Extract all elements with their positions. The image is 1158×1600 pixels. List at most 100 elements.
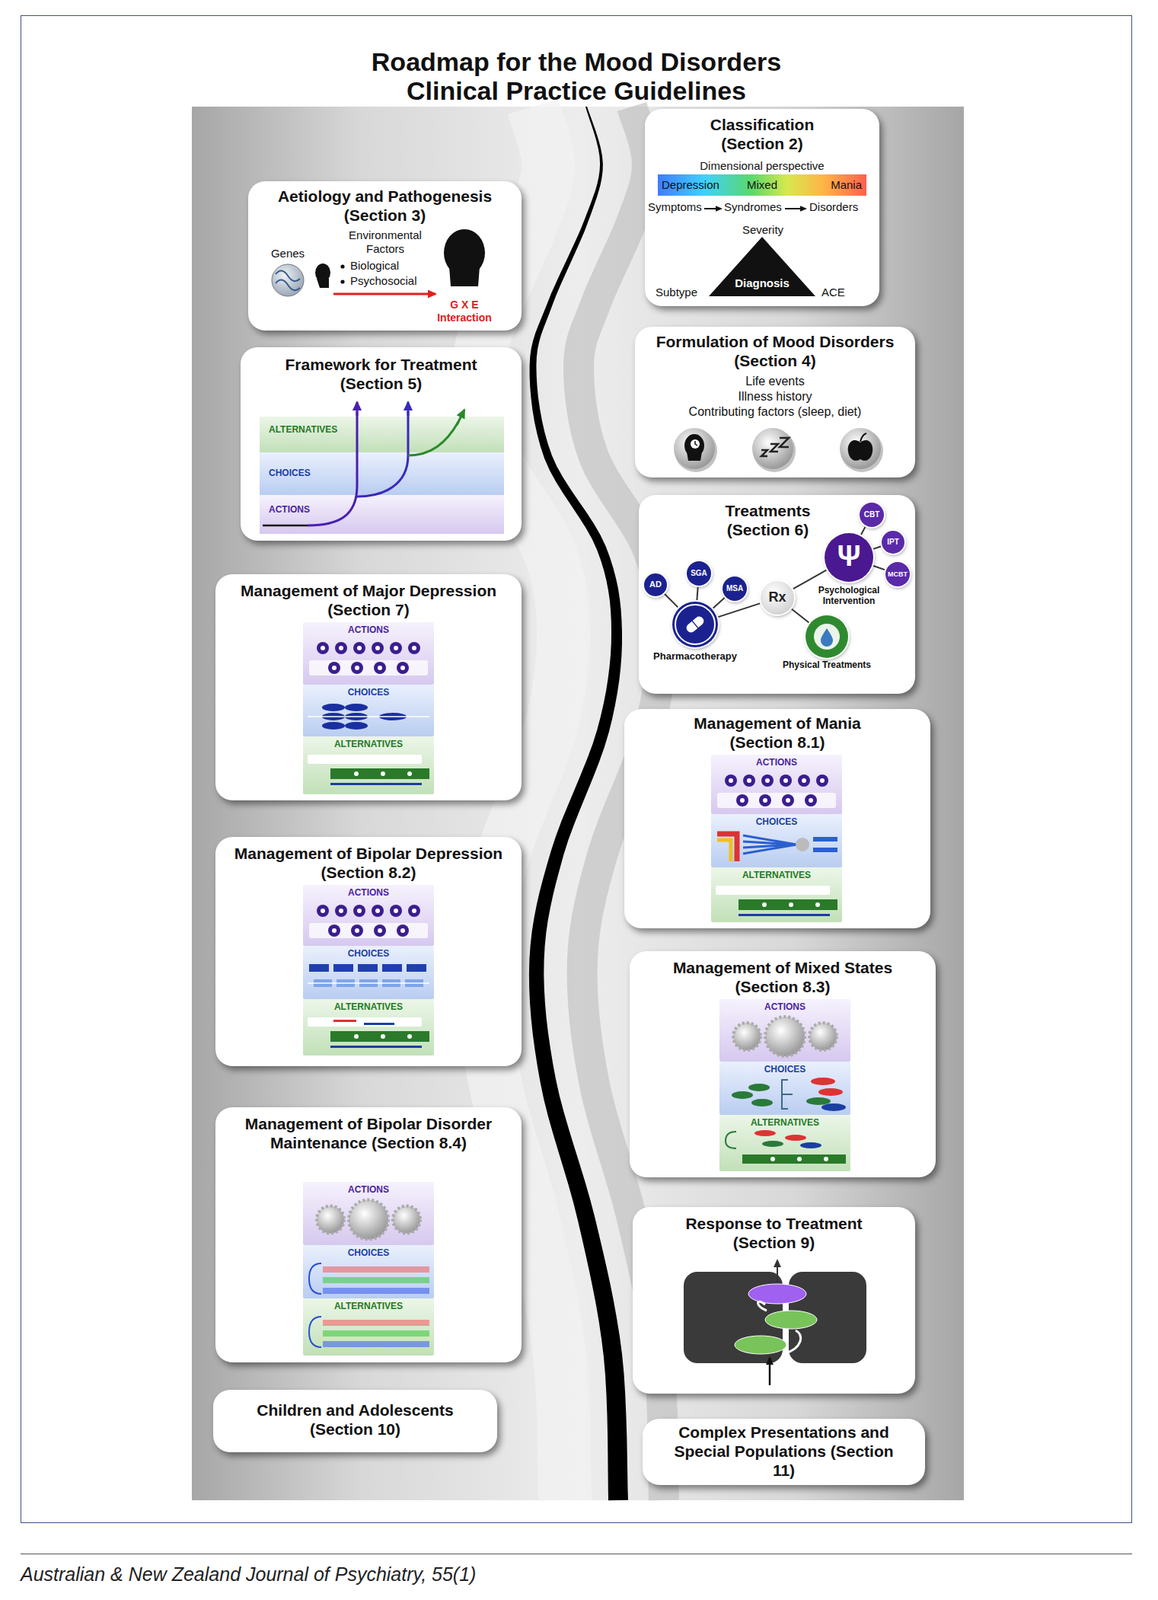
blue-bar [813, 847, 838, 852]
triangle-shape [708, 236, 816, 297]
choice-block [333, 963, 354, 972]
red-bar [717, 833, 737, 862]
illustration [805, 615, 849, 658]
action-icon-dot [320, 645, 326, 651]
band-label: ACTIONS [303, 886, 434, 898]
arrow-line [333, 293, 436, 296]
bullet [340, 264, 345, 268]
alternatives-band: ALTERNATIVES [259, 416, 505, 453]
action-icon-dot [338, 908, 344, 913]
action-icon-dot [819, 778, 825, 783]
action-icon-dot [783, 778, 788, 783]
colour-band [322, 1287, 430, 1294]
choice-block [357, 963, 378, 972]
arrow-head [765, 1355, 774, 1365]
white-line [307, 715, 430, 718]
white-bar [307, 754, 422, 764]
action-icon [761, 774, 774, 787]
apple-stem [860, 433, 867, 442]
gear-icon [348, 1199, 389, 1240]
treatment-circle: IPT [881, 530, 905, 554]
treatment-circle: CBT [859, 502, 884, 527]
choice-block [406, 963, 427, 972]
band-label: CHOICES [303, 1247, 434, 1258]
bullet [340, 279, 345, 284]
node-text: Severity [724, 223, 801, 237]
bar-dot [407, 1033, 412, 1039]
small-neck [316, 278, 329, 288]
colour-disc [784, 1134, 807, 1141]
choice-disc [344, 721, 368, 730]
action-icon-dot [400, 665, 406, 670]
action-icon-dot [331, 928, 337, 933]
band-label: ALTERNATIVES [711, 869, 843, 881]
node-text: ACE [821, 285, 860, 300]
step-ellipse [734, 1335, 787, 1354]
diagnosis-triangle: Diagnosis [708, 236, 816, 297]
alternatives-band: ALTERNATIVES [303, 998, 434, 1056]
action-icon-dot [393, 645, 399, 651]
actions-band: ACTIONS [303, 884, 434, 946]
action-icon [373, 924, 386, 937]
alternatives-band: ALTERNATIVES [303, 1298, 434, 1356]
band-label: ALTERNATIVES [303, 738, 434, 750]
action-icon [396, 924, 409, 937]
section-box: Framework for Treatment (Section 5)ALTER… [240, 347, 522, 541]
actions-band: ACTIONS [711, 754, 843, 814]
node-text: ACTIONS [268, 504, 391, 515]
action-icon-dot [411, 645, 417, 651]
action-icon-dot [400, 928, 406, 933]
arrow-head [800, 205, 808, 212]
section-heading: Formulation of Mood Disorders (Section 4… [645, 331, 905, 371]
section-heading: Aetiology and Pathogenesis (Section 3) [271, 186, 500, 225]
bar-dot [354, 771, 359, 776]
node-text: Ψ [824, 539, 874, 575]
action-icon [743, 774, 756, 787]
colour-disc [810, 1077, 836, 1085]
node-text: Mixed [724, 178, 801, 192]
diagram-title: Roadmap for the Mood Disorders Clinical … [340, 47, 813, 106]
colour-disc [754, 1129, 776, 1136]
action-icon [371, 641, 384, 654]
node-text: Depression [661, 178, 738, 192]
treatment-circle: MSA [722, 576, 747, 601]
bar-dot [815, 902, 820, 907]
green-disc [748, 1083, 770, 1092]
action-icon [804, 794, 817, 807]
action-icon [736, 794, 749, 807]
section-box: Treatments (Section 6)ADSGAMSAPharmacoth… [638, 494, 916, 694]
colour-disc [806, 1097, 831, 1105]
ring [813, 623, 840, 650]
pill-icon [684, 614, 706, 635]
white-bar [307, 1017, 422, 1027]
node-text: Psychosocial [350, 274, 442, 288]
section-box: Complex Presentations and Special Popula… [642, 1418, 926, 1485]
alternatives-band: ALTERNATIVES [303, 736, 434, 795]
section-box: Formulation of Mood Disorders (Section 4… [634, 326, 916, 478]
curved-arrow [784, 1330, 801, 1353]
band-label: ACTIONS [303, 624, 434, 635]
section-box: Management of Major Depression (Section … [215, 574, 522, 801]
action-icon [389, 904, 402, 917]
action-icon-dot [375, 908, 380, 913]
section-heading: Classification (Section 2) [685, 114, 839, 154]
action-icon-dot [354, 665, 360, 670]
action-icon-dot [338, 645, 344, 651]
gear-icon [733, 1022, 761, 1050]
band-label: ALTERNATIVES [719, 1116, 851, 1128]
ring [675, 604, 715, 645]
node-text: ALTERNATIVES [268, 424, 391, 435]
action-icon [816, 774, 829, 787]
bar-dot [762, 902, 767, 907]
dna-strand [275, 279, 300, 291]
treatment-circle: SGA [686, 561, 712, 586]
gear-icon [316, 1205, 345, 1234]
colour-band [322, 1266, 430, 1273]
action-icon-dot [393, 908, 399, 913]
node-text: Subtype [655, 285, 717, 300]
action-icon [408, 904, 421, 917]
colour-disc [818, 1087, 843, 1096]
gear-icon [392, 1205, 421, 1234]
white-bar [715, 885, 830, 895]
